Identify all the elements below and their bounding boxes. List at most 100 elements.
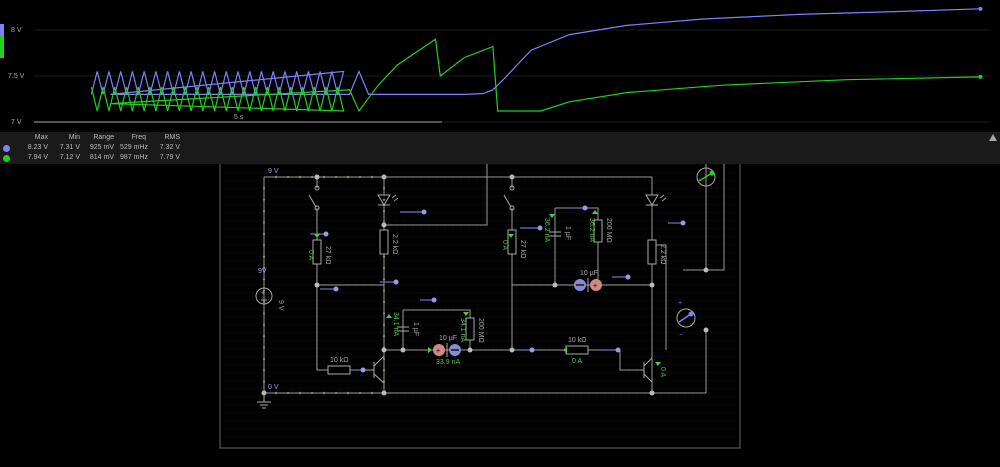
oscilloscope-panel[interactable]: 8 V 7.5 V 7 V 5 s [0, 0, 1000, 132]
battery-top-label: 9V [258, 268, 267, 275]
stats-row-channel-1: 8.23 V 7.31 V 925 mV 529 mHz 7.32 V [0, 143, 200, 153]
resistor-r4[interactable] [647, 239, 657, 265]
svg-text:−: − [679, 332, 683, 339]
r8-current: 0 A [572, 358, 582, 365]
current-dot [382, 312, 386, 315]
current-dot [262, 255, 266, 258]
r1-current: 0 A [307, 250, 314, 260]
capacitor-10uf-right[interactable]: + [574, 278, 602, 292]
channel-2-color-dot[interactable] [3, 155, 10, 162]
resistor-r3[interactable] [507, 229, 517, 255]
current-dot [382, 289, 386, 292]
channel-1-tab[interactable] [0, 24, 4, 46]
current-dot [382, 357, 386, 360]
current-dot [262, 357, 266, 360]
time-scrollbar[interactable] [34, 121, 442, 123]
collapse-scope-button[interactable] [989, 134, 997, 141]
switch-left[interactable] [308, 185, 320, 211]
current-dot [382, 198, 386, 201]
resistor-r6[interactable] [593, 219, 603, 243]
current-dot [262, 198, 266, 201]
current-dot [382, 278, 386, 281]
header-rms: RMS [164, 134, 180, 141]
current-dot [262, 300, 266, 304]
q2-current: 0 A [659, 367, 666, 377]
y-label-7-5v: 7.5 V [8, 73, 25, 80]
current-dot [322, 175, 326, 179]
c2-value: 1 µF [564, 226, 571, 240]
capacitor-c2[interactable] [549, 231, 561, 237]
cap-left-value: 10 µF [439, 335, 457, 342]
resistor-r1[interactable] [312, 239, 322, 265]
time-label: 5 s [234, 114, 244, 121]
header-freq: Freq [131, 134, 146, 141]
current-dot [346, 175, 350, 179]
channel-1-color-dot[interactable] [3, 145, 10, 152]
scope-plot: 8 V 7.5 V 7 V 5 s [8, 6, 990, 126]
r3-value: 27 kΩ [519, 240, 526, 258]
current-dot [382, 335, 386, 338]
current-dot [262, 380, 266, 383]
led-2[interactable] [645, 194, 667, 206]
current-dot [298, 175, 302, 179]
r6-current: 36.2 nA [588, 218, 595, 242]
transistor-q1[interactable] [363, 355, 385, 384]
resistor-r5[interactable] [465, 317, 475, 341]
resistor-r8[interactable] [565, 345, 589, 355]
circuit-schematic[interactable]: + + + +− 9 V 0 V 9V 9 [0, 164, 1000, 467]
transistor-q2[interactable] [640, 357, 653, 383]
supply-rail-label: 9 V [268, 168, 279, 175]
voltmeter-channel-1[interactable]: +− [676, 300, 696, 339]
current-dot [262, 244, 266, 247]
current-dot [322, 391, 326, 395]
trace-endpoint-1 [978, 6, 983, 11]
trace-channel-2 [90, 38, 981, 113]
ch1-min: 7.31 V [59, 144, 80, 151]
current-dot [382, 187, 386, 190]
resistor-r2[interactable] [379, 229, 389, 255]
c1-current: 34.1 nA [392, 312, 399, 336]
ground-rail-label: 0 V [268, 384, 279, 391]
current-dot [262, 187, 266, 190]
capacitor-10uf-left[interactable]: + [433, 343, 461, 357]
current-dot [262, 335, 266, 338]
current-dot [382, 323, 386, 326]
current-dot [370, 175, 374, 179]
c1-value: 1 µF [412, 322, 419, 336]
channel-2-tab[interactable] [0, 36, 4, 58]
current-dot [382, 266, 386, 270]
current-dot [262, 266, 266, 270]
current-dot [358, 175, 362, 179]
r1-value: 27 kΩ [324, 246, 331, 264]
r8-value: 10 kΩ [568, 337, 586, 344]
svg-text:+: + [678, 300, 682, 307]
r6-value: 200 MΩ [605, 218, 612, 243]
current-dot [334, 175, 338, 179]
led-1[interactable] [377, 194, 399, 206]
ground-icon [257, 393, 271, 409]
c2-current: 36.2 nA [543, 218, 550, 242]
current-dot [370, 391, 374, 395]
battery-9v[interactable]: + [255, 287, 273, 305]
ch1-rms: 7.32 V [159, 144, 180, 151]
current-dot [262, 312, 266, 315]
current-dot [382, 255, 386, 258]
resistor-r7[interactable] [327, 365, 351, 375]
svg-text:+: + [261, 290, 265, 297]
switch-middle[interactable] [503, 185, 515, 211]
current-dot [334, 391, 338, 395]
current-dot [286, 175, 290, 179]
y-label-8v: 8 V [11, 27, 22, 34]
stats-table: Max Min Range Freq RMS 8.23 V 7.31 V 925… [0, 132, 1000, 164]
stats-header-row: Max Min Range Freq RMS [0, 133, 200, 143]
r3-current: 0 A [501, 240, 508, 250]
current-dot [274, 175, 278, 179]
current-dot [286, 391, 290, 395]
trace-channel-1 [90, 8, 981, 95]
svg-text:+: + [593, 283, 597, 290]
ch2-max: 7.94 V [27, 154, 48, 161]
current-dot [310, 391, 314, 395]
current-dot [262, 346, 266, 349]
voltmeter-channel-2[interactable] [696, 167, 716, 187]
capacitor-c1[interactable] [397, 326, 409, 332]
